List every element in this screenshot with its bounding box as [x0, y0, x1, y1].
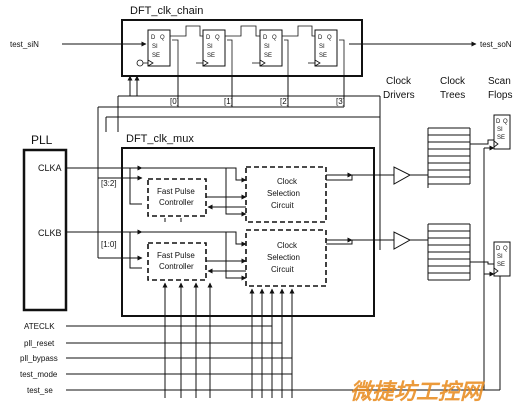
watermark-text: 微捷坊工控网	[350, 379, 485, 405]
svg-text:D: D	[263, 35, 268, 41]
clkb-label: CLKB	[38, 228, 62, 238]
fpc-label: Fast Pulse	[157, 251, 195, 260]
clock-driver-buffer	[393, 231, 412, 250]
scan-flops-header: Flops	[488, 90, 512, 101]
clock-driver-buffer	[393, 166, 412, 185]
tap-bus	[97, 95, 381, 261]
test-son-label: test_soN	[480, 40, 512, 49]
bus-lo-label: [1:0]	[101, 240, 117, 249]
clock-selection-circuit-bottom	[245, 229, 327, 287]
input-label-pll-reset: pll_reset	[24, 339, 55, 348]
pll-clock-wires	[66, 165, 143, 269]
chain-title: DFT_clk_chain	[130, 5, 203, 17]
clock-trees-header: Trees	[440, 90, 465, 101]
svg-text:SI: SI	[264, 44, 270, 50]
csc-label: Selection	[267, 253, 300, 262]
tap-label: [2]	[280, 97, 289, 106]
bus-hi-label: [3:2]	[101, 179, 117, 188]
input-label-ateclk: ATECLK	[24, 322, 55, 331]
csc-label: Clock	[277, 241, 298, 250]
svg-text:Q: Q	[215, 35, 220, 41]
fpc-label: Fast Pulse	[157, 187, 195, 196]
svg-text:SE: SE	[497, 135, 505, 141]
bottom-input-wires	[66, 325, 500, 391]
csc-label: Circuit	[271, 201, 294, 210]
csc-label: Circuit	[271, 265, 294, 274]
chain-clock-bubble	[136, 59, 144, 67]
csc-label: Selection	[267, 189, 300, 198]
input-label-test-se: test_se	[27, 386, 53, 395]
svg-text:SE: SE	[207, 53, 215, 59]
svg-text:Q: Q	[503, 119, 508, 125]
clock-drivers-header: Clock	[386, 76, 412, 87]
clka-label: CLKA	[38, 163, 62, 173]
svg-text:SI: SI	[207, 44, 213, 50]
svg-text:D: D	[496, 246, 501, 252]
svg-text:SI: SI	[152, 44, 158, 50]
fpc-label: Controller	[159, 198, 194, 207]
chain-shift-wires	[140, 25, 345, 76]
svg-text:SI: SI	[497, 127, 503, 133]
svg-text:SE: SE	[319, 53, 327, 59]
clock-drivers-header: Drivers	[383, 90, 415, 101]
clock-tree-top	[410, 127, 494, 188]
svg-text:SE: SE	[264, 53, 272, 59]
test-sin-label: test_siN	[10, 40, 39, 49]
scan-enable-wires	[483, 145, 501, 390]
scan-flop-top: D Q SI SE	[493, 114, 511, 150]
tap-label: [1]	[224, 97, 233, 106]
svg-text:SE: SE	[497, 262, 505, 268]
pll-title: PLL	[31, 133, 53, 147]
svg-text:D: D	[151, 35, 156, 41]
chain-flop: D Q SI SE	[314, 29, 338, 67]
tap-label: [0]	[170, 97, 179, 106]
chain-box	[121, 19, 363, 77]
input-label-pll-bypass: pll_bypass	[20, 354, 58, 363]
svg-text:Q: Q	[327, 35, 332, 41]
chain-flop: D Q SI SE	[202, 29, 226, 67]
mux-internal-wires	[142, 167, 394, 281]
scan-flops-header: Scan	[488, 76, 511, 87]
chain-flop: D Q SI SE	[147, 29, 171, 67]
pll-box	[22, 148, 68, 312]
svg-text:SE: SE	[152, 53, 160, 59]
chain-flop: D Q SI SE	[259, 29, 283, 67]
tap-label: [3]	[336, 97, 345, 106]
clock-trees-header: Clock	[440, 76, 466, 87]
chain-vertical-wires	[127, 75, 345, 107]
control-risers	[162, 218, 295, 398]
input-label-test-mode: test_mode	[20, 370, 58, 379]
svg-text:SI: SI	[319, 44, 325, 50]
svg-text:SI: SI	[497, 254, 503, 260]
scan-flop-bottom: D Q SI SE	[493, 241, 511, 277]
csc-label: Clock	[277, 177, 298, 186]
svg-text:D: D	[496, 119, 501, 125]
svg-text:D: D	[206, 35, 211, 41]
svg-text:Q: Q	[160, 35, 165, 41]
clock-tree-bottom	[410, 223, 494, 281]
fpc-label: Controller	[159, 262, 194, 271]
mux-title: DFT_clk_mux	[126, 133, 194, 145]
svg-text:D: D	[318, 35, 323, 41]
svg-text:Q: Q	[272, 35, 277, 41]
svg-text:Q: Q	[503, 246, 508, 252]
